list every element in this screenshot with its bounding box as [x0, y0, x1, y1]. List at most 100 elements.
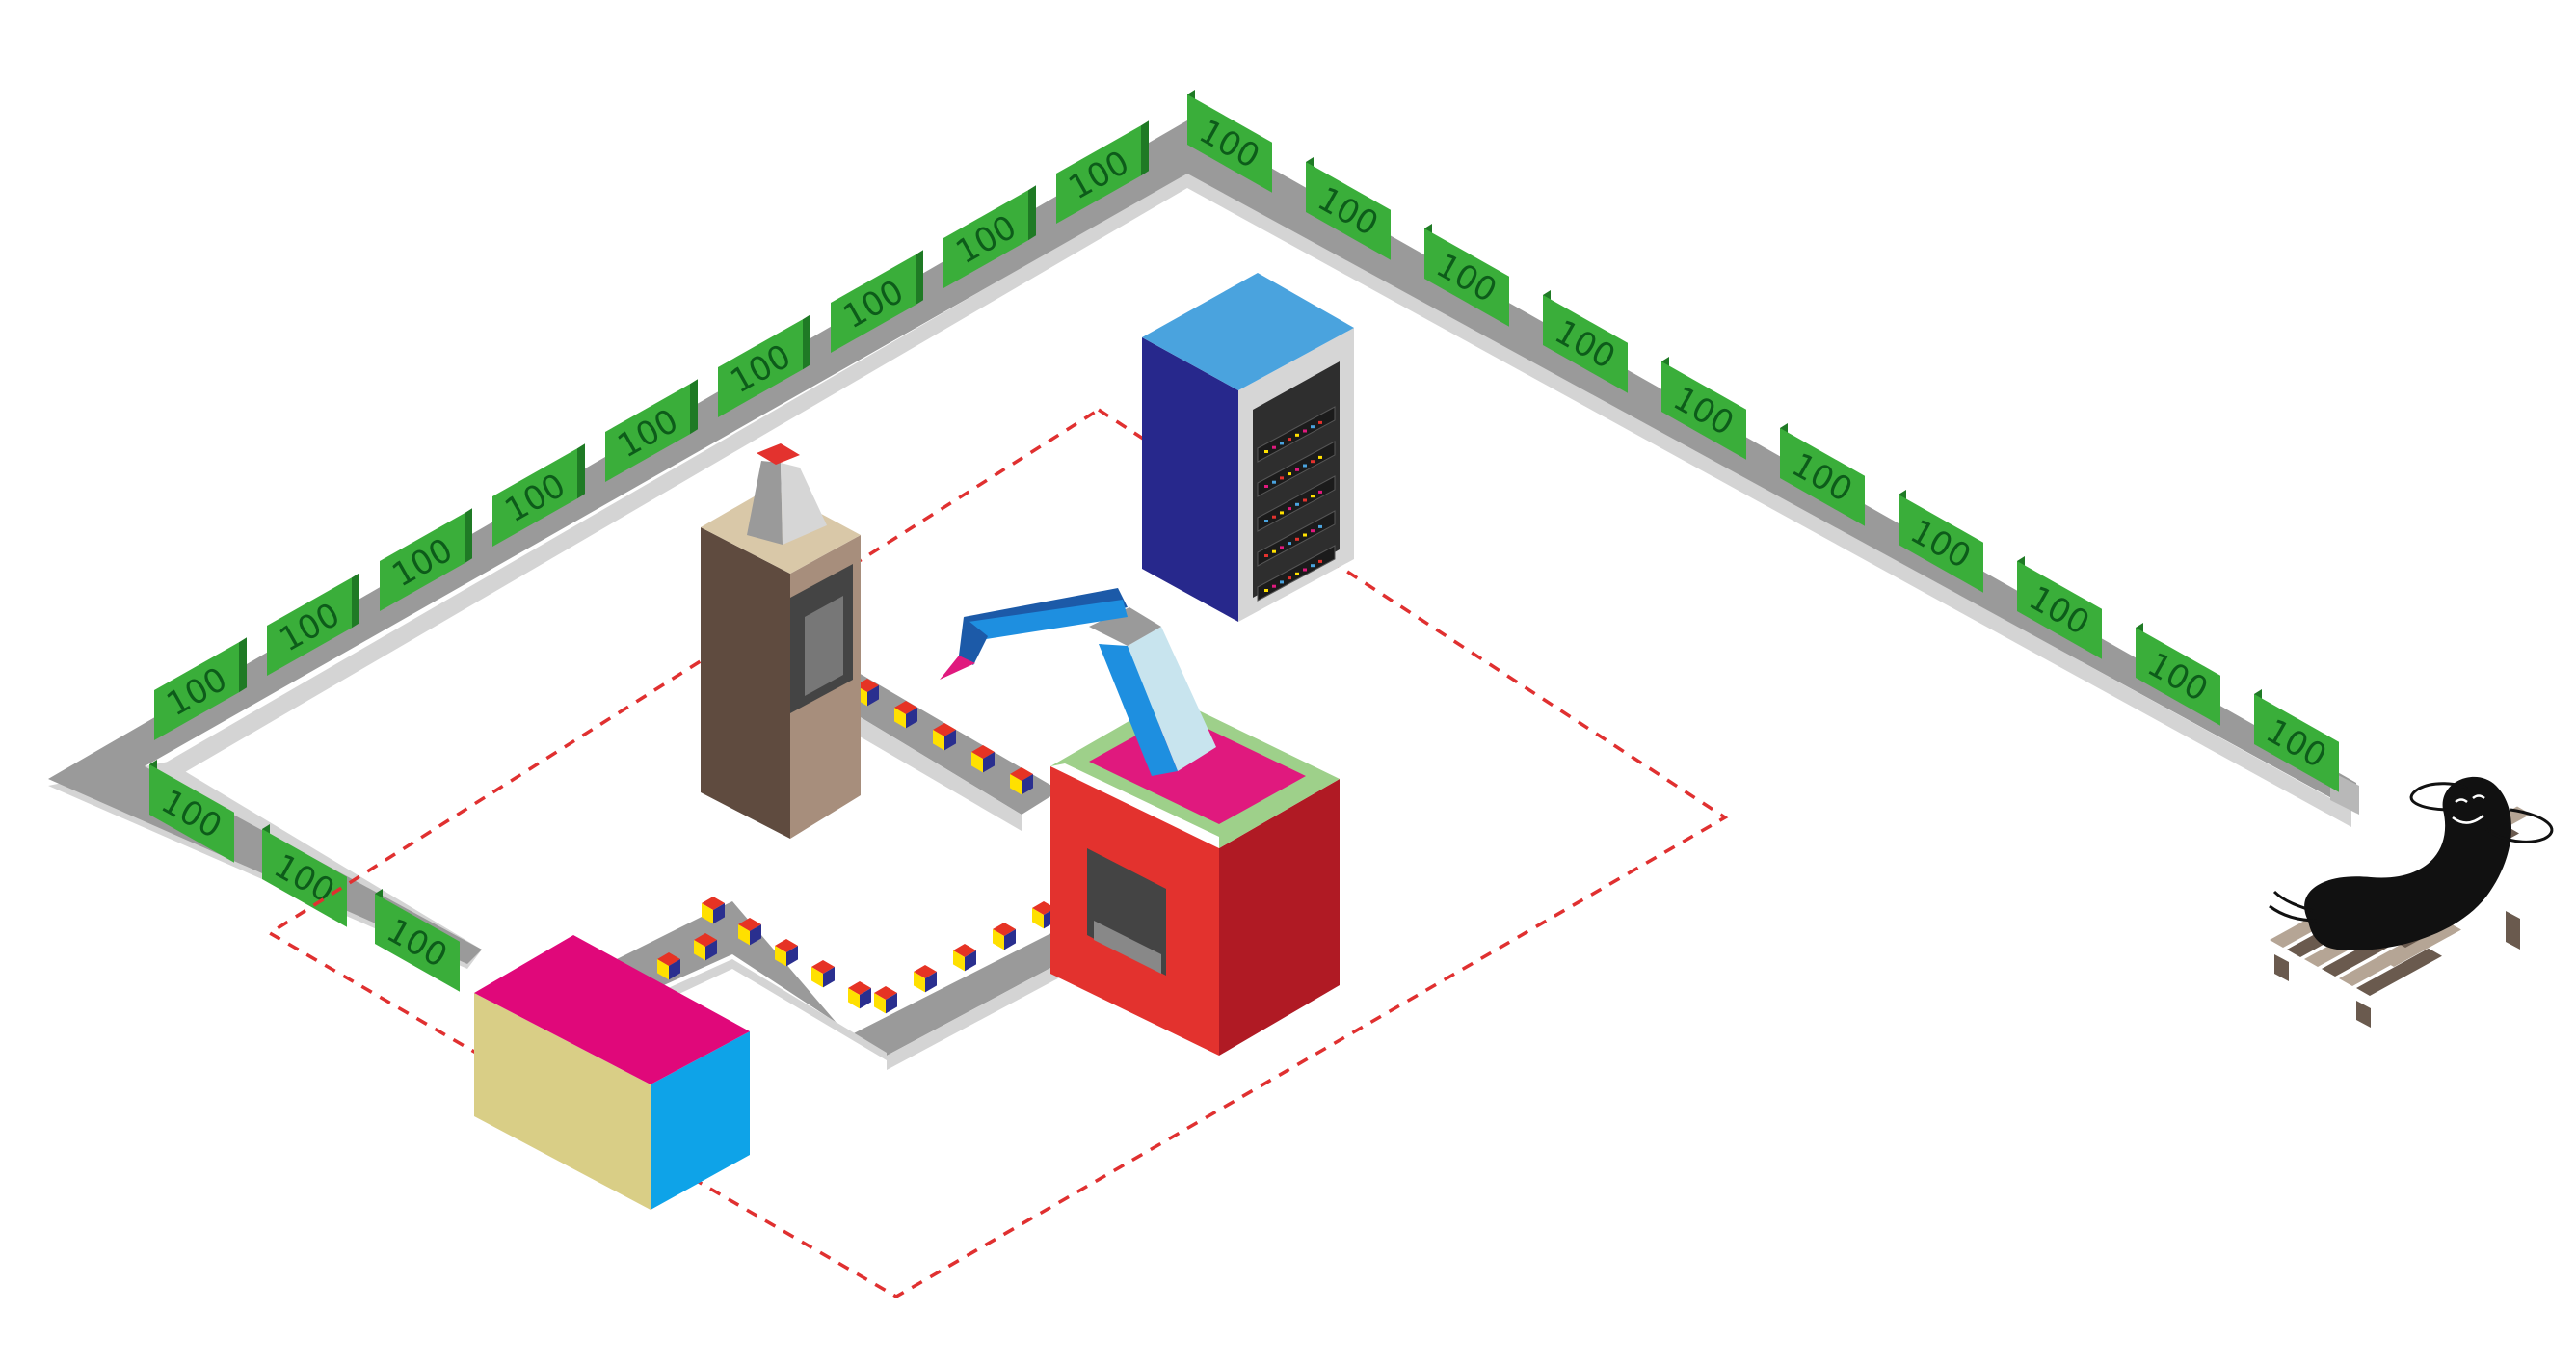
cube-right — [886, 993, 897, 1014]
server-led — [1264, 554, 1268, 557]
cube-right — [1004, 929, 1016, 950]
robot-arm-joint — [1089, 607, 1161, 646]
robot-arm-upper-blue — [969, 600, 1128, 641]
banknote-edge — [690, 379, 698, 435]
banknote-face — [492, 448, 577, 547]
product-cube-9 — [953, 944, 976, 972]
banknote-face — [1306, 162, 1391, 260]
creature-eye-right — [2472, 794, 2485, 800]
cube-right — [669, 959, 680, 980]
product-cube-3 — [933, 723, 956, 751]
track-top-left — [48, 120, 1187, 964]
cube-left — [1032, 908, 1044, 929]
product-cube-5 — [1010, 767, 1033, 795]
server-led — [1303, 498, 1307, 502]
banknote-edge — [465, 508, 472, 564]
server-led — [1318, 420, 1322, 424]
press-machine — [701, 443, 861, 839]
banknote-face — [605, 384, 690, 482]
banknote-face — [831, 254, 916, 353]
banknote-edge — [352, 573, 359, 629]
banknote-face — [1543, 295, 1628, 393]
creature-leg-1 — [2272, 890, 2314, 913]
robot-base — [1050, 697, 1340, 1056]
server-left-face — [1142, 337, 1238, 622]
banknote-face — [149, 764, 234, 863]
banknote-face — [1899, 495, 1983, 593]
server-led — [1280, 546, 1284, 549]
banknote-edge — [803, 314, 810, 370]
product-cube-18 — [657, 952, 680, 980]
banknote-12: 100 — [1543, 290, 1628, 393]
lounger-slat-5 — [2356, 948, 2442, 996]
server-led — [1295, 468, 1299, 471]
robot-base-right-face — [1219, 779, 1340, 1056]
cube-right — [786, 946, 798, 967]
server-led — [1280, 580, 1284, 584]
conveyor-segment-mid-side — [636, 959, 887, 1060]
server-led — [1295, 537, 1299, 541]
press-left-face — [701, 527, 790, 839]
server-rack-icon — [1142, 273, 1354, 622]
cube-left — [738, 924, 750, 946]
server-led — [1272, 480, 1276, 484]
banknote-edge — [239, 637, 247, 693]
product-cube-15 — [738, 918, 761, 946]
conveyor-segment-mid — [617, 901, 887, 1056]
product-cube-14 — [775, 939, 798, 967]
cube-left — [694, 940, 705, 961]
robot-arm-lower-blue — [1099, 644, 1178, 776]
robot-base-opening-floor — [1094, 921, 1161, 974]
track-side-back-left — [159, 172, 1187, 779]
cube-left — [894, 708, 906, 729]
banknote-face — [1661, 361, 1746, 460]
banknote-face — [2136, 628, 2220, 726]
server-led — [1303, 533, 1307, 537]
server-led — [1303, 568, 1307, 572]
server-slots — [1257, 406, 1336, 602]
product-cube-12 — [848, 981, 871, 1009]
cube-right — [823, 967, 835, 988]
server-led — [1295, 433, 1299, 437]
robot-arm-wrist — [959, 617, 988, 665]
cube-right — [944, 730, 956, 751]
creature-arm-left — [2409, 782, 2468, 812]
sunbathing-creature-icon — [2269, 776, 2554, 1028]
cube-right — [860, 988, 871, 1009]
server-led — [1303, 429, 1307, 433]
banknote-21: 100 — [375, 889, 460, 992]
server-led — [1311, 460, 1315, 464]
cube-right — [965, 950, 976, 972]
cube-left — [874, 993, 886, 1014]
server-led — [1318, 524, 1322, 528]
server-led — [1288, 542, 1291, 546]
press-opening-inner — [805, 596, 843, 696]
cube-right — [705, 940, 717, 961]
product-cube-11 — [874, 986, 897, 1014]
banknote-face — [154, 642, 239, 740]
cube-right — [750, 924, 761, 946]
server-led — [1288, 472, 1291, 476]
lounger-leg-back — [2506, 911, 2520, 950]
robot-arm-icon — [940, 588, 1216, 776]
cube-right — [713, 903, 725, 924]
banknote-face — [267, 577, 352, 676]
server-led — [1288, 438, 1291, 442]
cube-right — [867, 685, 879, 707]
server-top-face — [1142, 273, 1354, 390]
server-led — [1311, 529, 1315, 533]
cube-left — [953, 950, 965, 972]
work-zone-outline — [266, 407, 1729, 1299]
banknote-face — [718, 319, 803, 417]
cube-left — [848, 988, 860, 1009]
server-led — [1318, 455, 1322, 459]
banknote-face — [2254, 694, 2339, 792]
server-led — [1264, 450, 1268, 453]
cube-right — [1022, 774, 1033, 795]
cube-left — [775, 946, 786, 967]
product-cube-8 — [993, 923, 1016, 950]
lounger-leg-front — [2274, 954, 2289, 981]
box-right-face — [651, 1031, 750, 1210]
server-led — [1288, 507, 1291, 511]
